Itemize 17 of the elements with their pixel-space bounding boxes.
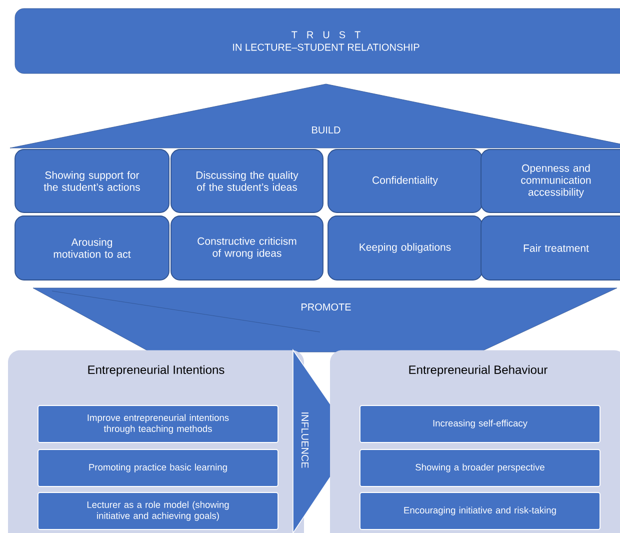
item-box: Promoting practice basic learning <box>38 449 278 487</box>
node-label: INFLUENCE <box>301 412 309 468</box>
item-box: Improve entrepreneurial intentions through teaching methods <box>38 405 278 443</box>
item-box: Increasing self-efficacy <box>360 405 600 443</box>
chevron-band: BUILD <box>10 84 620 148</box>
item-box: Showing support for the student’s actions <box>14 149 170 213</box>
item-box: Discussing the quality of the student’s ideas <box>170 149 324 213</box>
item-box: Lecturer as a role model (showing initiative and achieving goals) <box>38 492 278 530</box>
item-box: Fair treatment <box>480 216 620 280</box>
item-box: Constructive criticism of wrong ideas <box>170 216 324 280</box>
title-banner: T R U S T IN LECTURE–STUDENT RELATIONSHIP <box>14 8 620 74</box>
item-box: Showing a broader perspective <box>360 449 600 487</box>
item-box: Keeping obligations <box>328 216 482 280</box>
item-box: Encouraging initiative and risk-taking <box>360 492 600 530</box>
item-box: Confidentiality <box>328 149 482 213</box>
item-box: Arousing motivation to act <box>14 216 170 280</box>
item-box: Openness and communication accessibility <box>480 149 620 213</box>
